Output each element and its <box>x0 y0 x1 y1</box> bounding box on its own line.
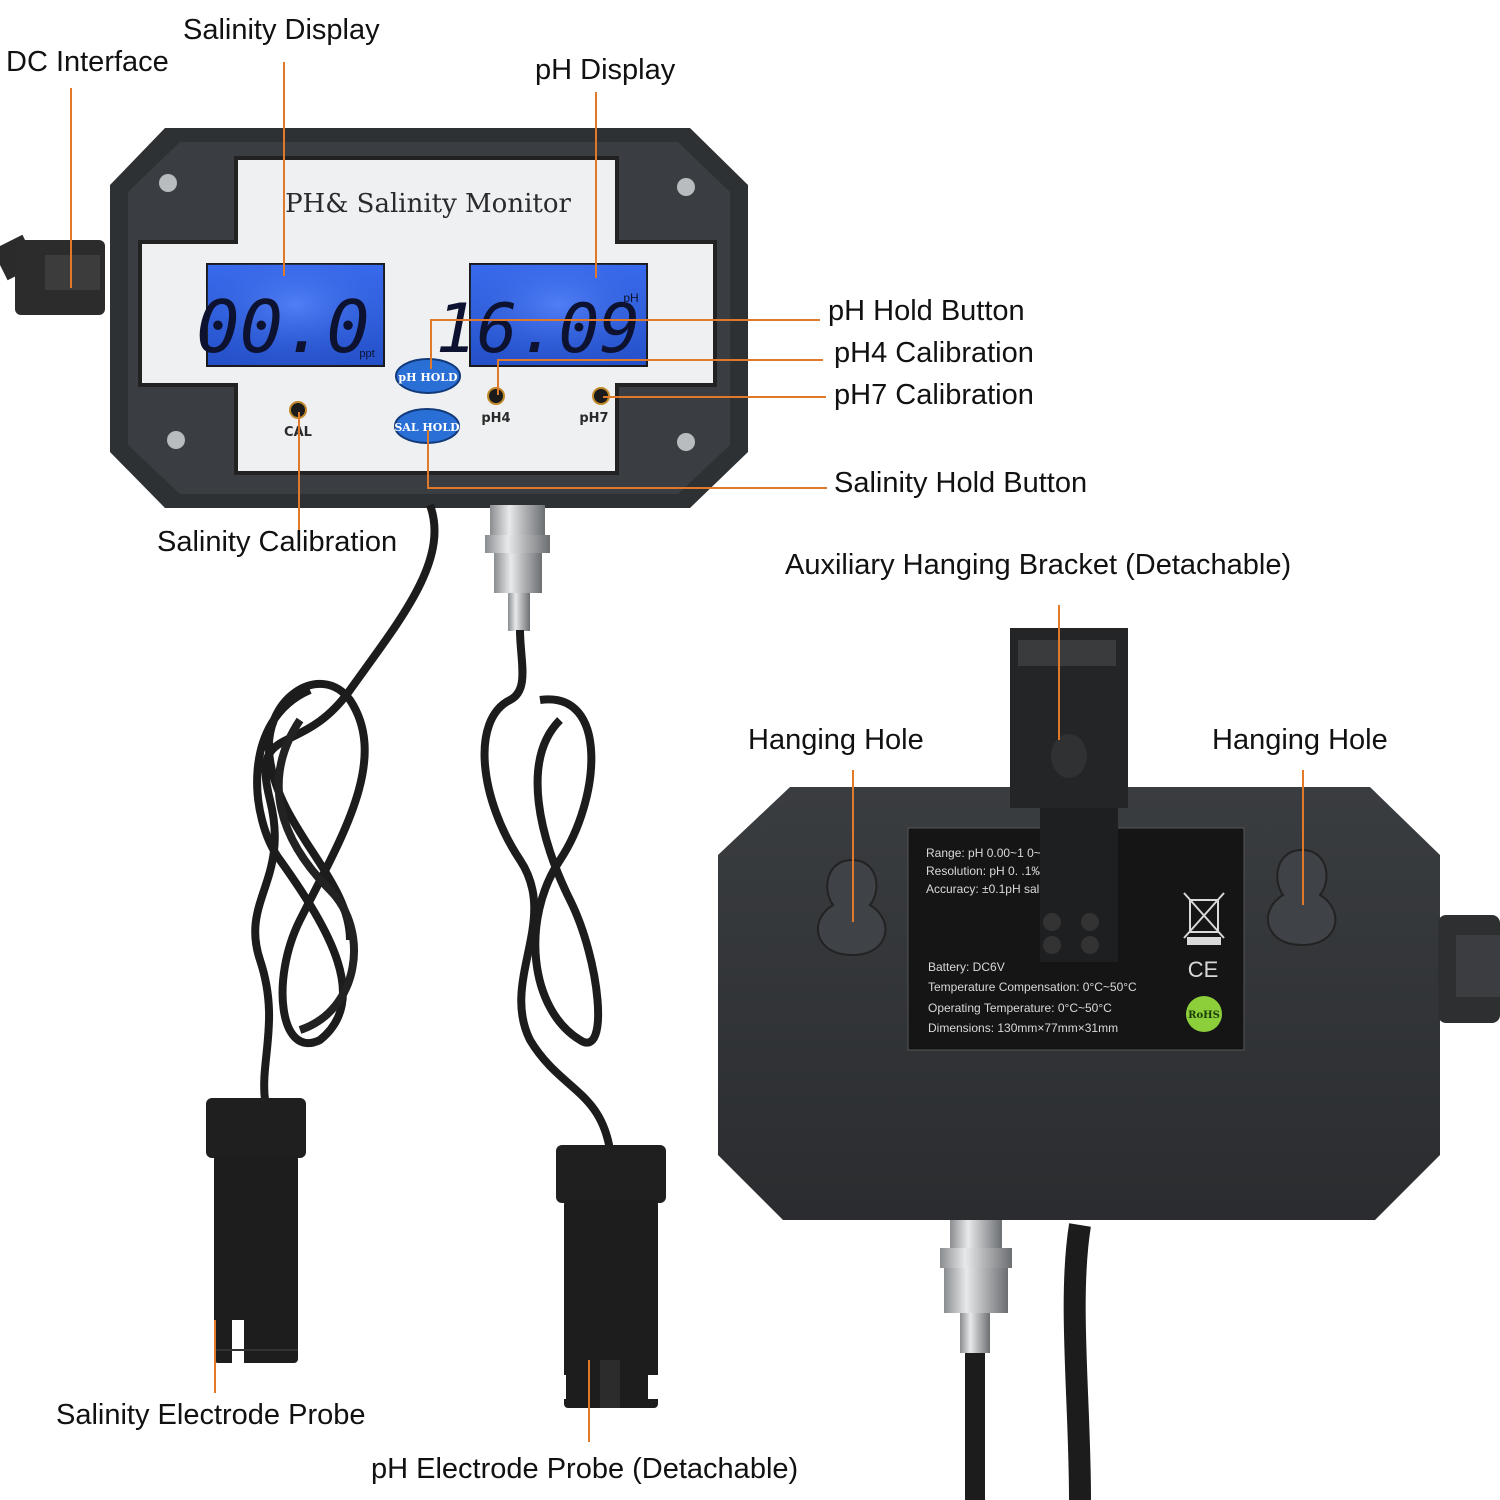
callout-ph7-calibration: pH7 Calibration <box>834 379 1034 411</box>
leader-ph-display <box>595 92 597 278</box>
leader-ph-probe <box>588 1360 590 1442</box>
back-bnc-connector <box>940 1220 1012 1500</box>
leader-sal-hold <box>427 487 827 489</box>
panel-title: PH& Salinity Monitor <box>285 189 571 219</box>
leader-ph4 <box>497 359 823 361</box>
ph-unit: pH <box>623 291 638 305</box>
ph4-label: pH4 <box>481 411 510 426</box>
callout-hanging-hole-left: Hanging Hole <box>748 724 924 756</box>
ph-probe <box>556 1145 666 1408</box>
hanging-hole-right-icon <box>1267 848 1337 947</box>
spec-line-operating-temp: Operating Temperature: 0°C~50°C <box>928 1001 1112 1015</box>
salinity-cable <box>251 503 439 1101</box>
dc-cable <box>0 234 105 315</box>
spec-line-temp-comp: Temperature Compensation: 0°C~50°C <box>928 980 1137 994</box>
front-housing: PH& Salinity Monitor 00.0 ppt 16.09 pH p… <box>110 128 748 508</box>
leader-salinity-calibration <box>298 412 300 534</box>
sal-hold-button[interactable]: SAL HOLD <box>394 408 460 444</box>
salinity-reading: 00.0 <box>196 285 369 369</box>
bracket-stud-icon <box>1081 936 1099 954</box>
leader-ph4-drop <box>497 359 499 395</box>
ph-hold-button[interactable]: pH HOLD <box>395 358 461 394</box>
leader-hanging-hole-right <box>1302 770 1304 905</box>
ph7-label: pH7 <box>579 411 608 426</box>
spec-line-range: Range: pH 0.00~1 0~100‰ <box>926 846 1073 860</box>
screw-icon <box>159 174 177 192</box>
back-cable <box>1063 1223 1091 1500</box>
leader-ph-hold-drop <box>430 319 432 369</box>
hanging-hole-left-icon <box>817 858 887 957</box>
callout-salinity-probe: Salinity Electrode Probe <box>56 1399 366 1431</box>
spec-line-dimensions: Dimensions: 130mm×77mm×31mm <box>928 1021 1118 1035</box>
screw-icon <box>677 433 695 451</box>
bracket-stud-icon <box>1043 936 1061 954</box>
leader-ph-hold <box>430 319 820 321</box>
salinity-probe <box>206 1098 306 1365</box>
leader-salinity-probe <box>214 1320 216 1393</box>
leader-sal-hold-drop <box>427 430 429 488</box>
screw-icon <box>677 178 695 196</box>
callout-ph-probe: pH Electrode Probe (Detachable) <box>371 1453 799 1485</box>
leader-hanging-hole-left <box>852 770 854 922</box>
ph4-hole[interactable] <box>487 387 505 405</box>
spec-line-battery: Battery: DC6V <box>928 960 1005 974</box>
ce-mark-icon: CE <box>1188 957 1219 982</box>
callout-ph-hold-button: pH Hold Button <box>828 295 1025 327</box>
ph-hold-label: pH HOLD <box>398 371 458 384</box>
callout-hanging-hole-right: Hanging Hole <box>1212 724 1388 756</box>
callout-ph-display: pH Display <box>535 54 676 86</box>
callout-aux-bracket: Auxiliary Hanging Bracket (Detachable) <box>785 549 1292 581</box>
hanging-bracket <box>1010 628 1128 962</box>
callout-salinity-hold-button: Salinity Hold Button <box>834 467 1088 499</box>
bracket-stud-icon <box>1043 913 1061 931</box>
ph-reading: 16.09 <box>436 290 641 369</box>
leader-dc-interface <box>70 88 72 288</box>
bracket-stud-icon <box>1081 913 1099 931</box>
rohs-label: RoHS <box>1188 1010 1220 1021</box>
salinity-unit: ppt <box>359 348 374 360</box>
rohs-badge-icon: RoHS <box>1186 996 1222 1032</box>
callout-dc-interface: DC Interface <box>6 46 169 78</box>
leader-ph7 <box>603 396 826 398</box>
callout-ph4-calibration: pH4 Calibration <box>834 337 1034 369</box>
callout-salinity-display: Salinity Display <box>183 14 380 46</box>
bnc-connector <box>485 505 550 631</box>
sal-hold-label: SAL HOLD <box>394 421 460 434</box>
spec-line-resolution: Resolution: pH 0. .1‰ <box>926 864 1043 878</box>
weee-bin-icon <box>1183 892 1225 945</box>
leader-aux-bracket <box>1058 605 1060 740</box>
ph-cable <box>480 629 614 1151</box>
leader-salinity-display <box>283 62 285 276</box>
callout-salinity-calibration: Salinity Calibration <box>157 526 398 558</box>
screw-icon <box>167 431 185 449</box>
